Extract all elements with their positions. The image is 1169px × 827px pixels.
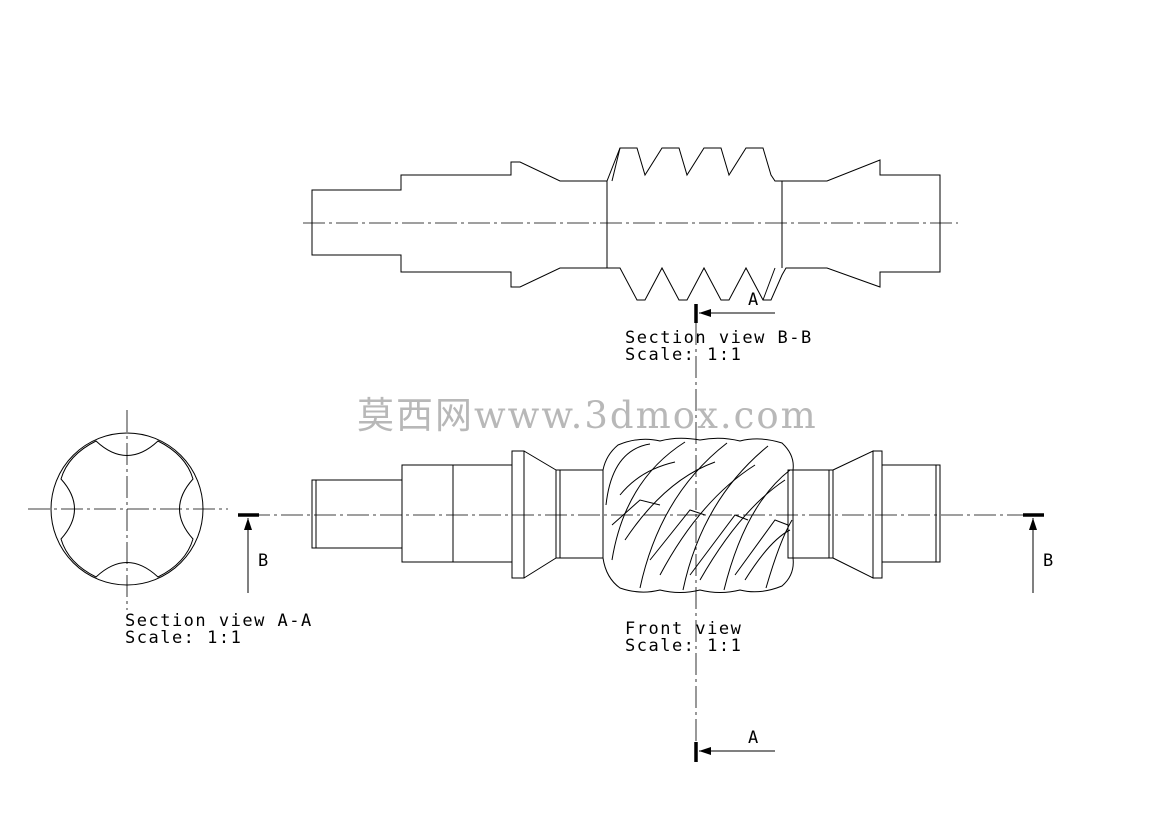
front-view-shaft — [311, 450, 941, 579]
section-b-marker-right: B — [1023, 513, 1055, 593]
front-view — [248, 437, 1030, 593]
watermark: 莫西网www.3dmox.com — [357, 394, 818, 437]
front-view-worm-thread — [602, 437, 794, 593]
section-b-label-right: B — [1043, 551, 1055, 571]
section-aa-title: Section view A-A — [125, 611, 313, 631]
front-view-title: Front view — [625, 619, 742, 639]
section-aa-scale: Scale: 1:1 — [125, 628, 242, 648]
section-view-aa — [28, 410, 228, 610]
section-b-label-left: B — [258, 551, 270, 571]
section-aa-cross-profile — [60, 440, 194, 578]
section-bb-title: Section view B-B — [625, 328, 813, 348]
front-view-scale: Scale: 1:1 — [625, 636, 742, 656]
section-a-marker-top: A — [694, 290, 775, 323]
section-a-label-bottom: A — [748, 728, 760, 748]
section-a-marker-bottom: A — [694, 728, 775, 762]
section-b-marker-left: B — [238, 513, 270, 593]
section-bb-outline — [311, 147, 941, 301]
section-view-bb — [303, 147, 958, 301]
section-bb-thread-profile — [606, 147, 783, 301]
section-a-label-top: A — [748, 290, 760, 310]
section-bb-scale: Scale: 1:1 — [625, 345, 742, 365]
